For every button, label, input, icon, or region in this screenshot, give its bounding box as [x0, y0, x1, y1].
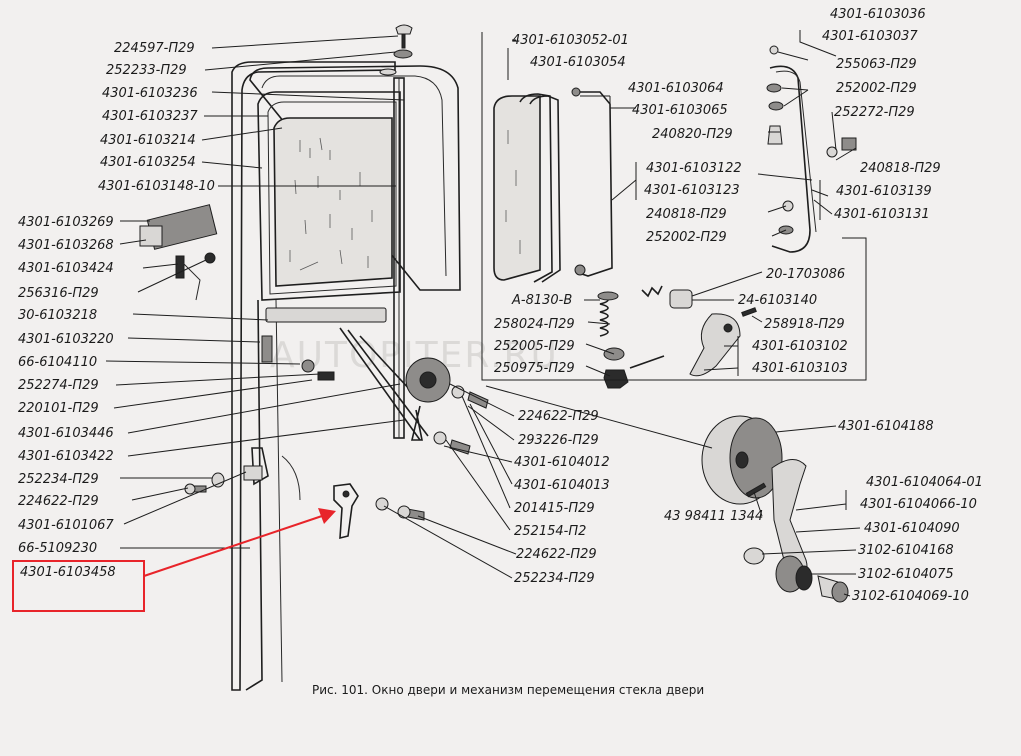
part-label: 66-5109230: [18, 541, 97, 556]
part-label: 20-1703086: [766, 267, 845, 282]
part-label: 224622-П29: [18, 494, 99, 509]
part-label: 4301-6103064: [628, 81, 724, 96]
leader-lines: [105, 35, 861, 597]
part-label: 224597-П29: [114, 41, 195, 56]
part-4301-6103458: [333, 483, 359, 540]
part-label: 4301-6103424: [18, 261, 114, 276]
highlight-arrow: [143, 515, 323, 577]
part-label: 4301-6103036: [830, 7, 926, 22]
part-labels: 224597-П29 252233-П29 4301-6103236 4301-…: [18, 7, 983, 604]
left-fasteners: [184, 359, 425, 521]
part-label: 3102-6104075: [858, 567, 954, 582]
window-crank-assembly: [701, 415, 849, 603]
part-label: 252233-П29: [106, 63, 187, 78]
part-label: 4301-6104013: [514, 478, 610, 493]
part-label: 250975-П29: [494, 361, 575, 376]
part-label: 4301-6103220: [18, 332, 114, 347]
part-label: 4301-6103236: [102, 86, 198, 101]
part-label: 4301-6103446: [18, 426, 114, 441]
part-label: 240820-П29: [652, 127, 733, 142]
part-label: 201415-П29: [514, 501, 595, 516]
part-label: 252234-П29: [514, 571, 595, 586]
glass-run-channel: [571, 87, 613, 277]
highlighted-part-label: 4301-6103458: [20, 565, 116, 580]
part-label: 258918-П29: [764, 317, 845, 332]
part-label: 4301-6104064-01: [866, 475, 983, 490]
part-label: 252002-П29: [836, 81, 917, 96]
part-label: 4301-6103131: [834, 207, 930, 222]
right-group-bracket: [481, 32, 867, 381]
part-label: 4301-6104188: [838, 419, 934, 434]
part-label: 4301-6101067: [18, 518, 114, 533]
part-label: 4301-6103148-10: [98, 179, 215, 194]
part-label: 252234-П29: [18, 472, 99, 487]
figure-caption: Рис. 101. Окно двери и механизм перемеще…: [312, 683, 704, 697]
part-label: 3102-6104168: [858, 543, 954, 558]
part-label: 4301-6103054: [530, 55, 626, 70]
part-label: 252002-П29: [646, 230, 727, 245]
part-label: 252005-П29: [494, 339, 575, 354]
left-clip-assembly: [139, 204, 218, 301]
part-label: 252274-П29: [18, 378, 99, 393]
part-label: 4301-6103065: [632, 103, 728, 118]
part-label: 4301-6103123: [644, 183, 740, 198]
window-glass-assembly: [493, 93, 561, 283]
door-panel: [231, 61, 461, 691]
part-label: 240818-П29: [646, 207, 727, 222]
part-label: 4301-6103052-01: [512, 33, 629, 48]
part-label: 4301-6103422: [18, 449, 114, 464]
part-label: 4301-6104090: [864, 521, 960, 536]
part-label: 4301-6104066-10: [860, 497, 977, 512]
top-fasteners: [379, 24, 413, 76]
part-label: 3102-6104069-10: [852, 589, 969, 604]
part-label: 252272-П29: [834, 105, 915, 120]
part-label: 4301-6103139: [836, 184, 932, 199]
part-label: 293226-П29: [518, 433, 599, 448]
part-label: А-8130-В: [511, 293, 572, 308]
part-label: 4301-6103269: [18, 215, 114, 230]
part-label: 255063-П29: [836, 57, 917, 72]
part-label: 4301-6103268: [18, 238, 114, 253]
part-label: 224622-П29: [518, 409, 599, 424]
part-label: 4301-6103214: [100, 133, 196, 148]
part-label: 4301-6103254: [100, 155, 196, 170]
highlight-box: [12, 560, 145, 612]
part-label: 30-6103218: [18, 308, 97, 323]
highlight-arrowhead: [318, 508, 336, 524]
part-label: 220101-П29: [18, 401, 99, 416]
part-label: 4301-6103237: [102, 109, 198, 124]
part-label: 240818-П29: [860, 161, 941, 176]
part-label: 4301-6103037: [822, 29, 918, 44]
part-label: 258024-П29: [494, 317, 575, 332]
spring-and-handle-parts: [597, 285, 757, 389]
part-label: 252154-П2: [514, 524, 586, 539]
part-label: 4301-6103102: [752, 339, 848, 354]
part-label: 24-6103140: [738, 293, 817, 308]
part-label: 4301-6103122: [646, 161, 742, 176]
part-label: 4301-6104012: [514, 455, 610, 470]
part-label: 256316-П29: [18, 286, 99, 301]
part-label: 66-6104110: [18, 355, 97, 370]
part-label: 224622-П29: [516, 547, 597, 562]
part-label: 4301-6103103: [752, 361, 848, 376]
part-label: 43 98411 1344: [664, 509, 763, 524]
